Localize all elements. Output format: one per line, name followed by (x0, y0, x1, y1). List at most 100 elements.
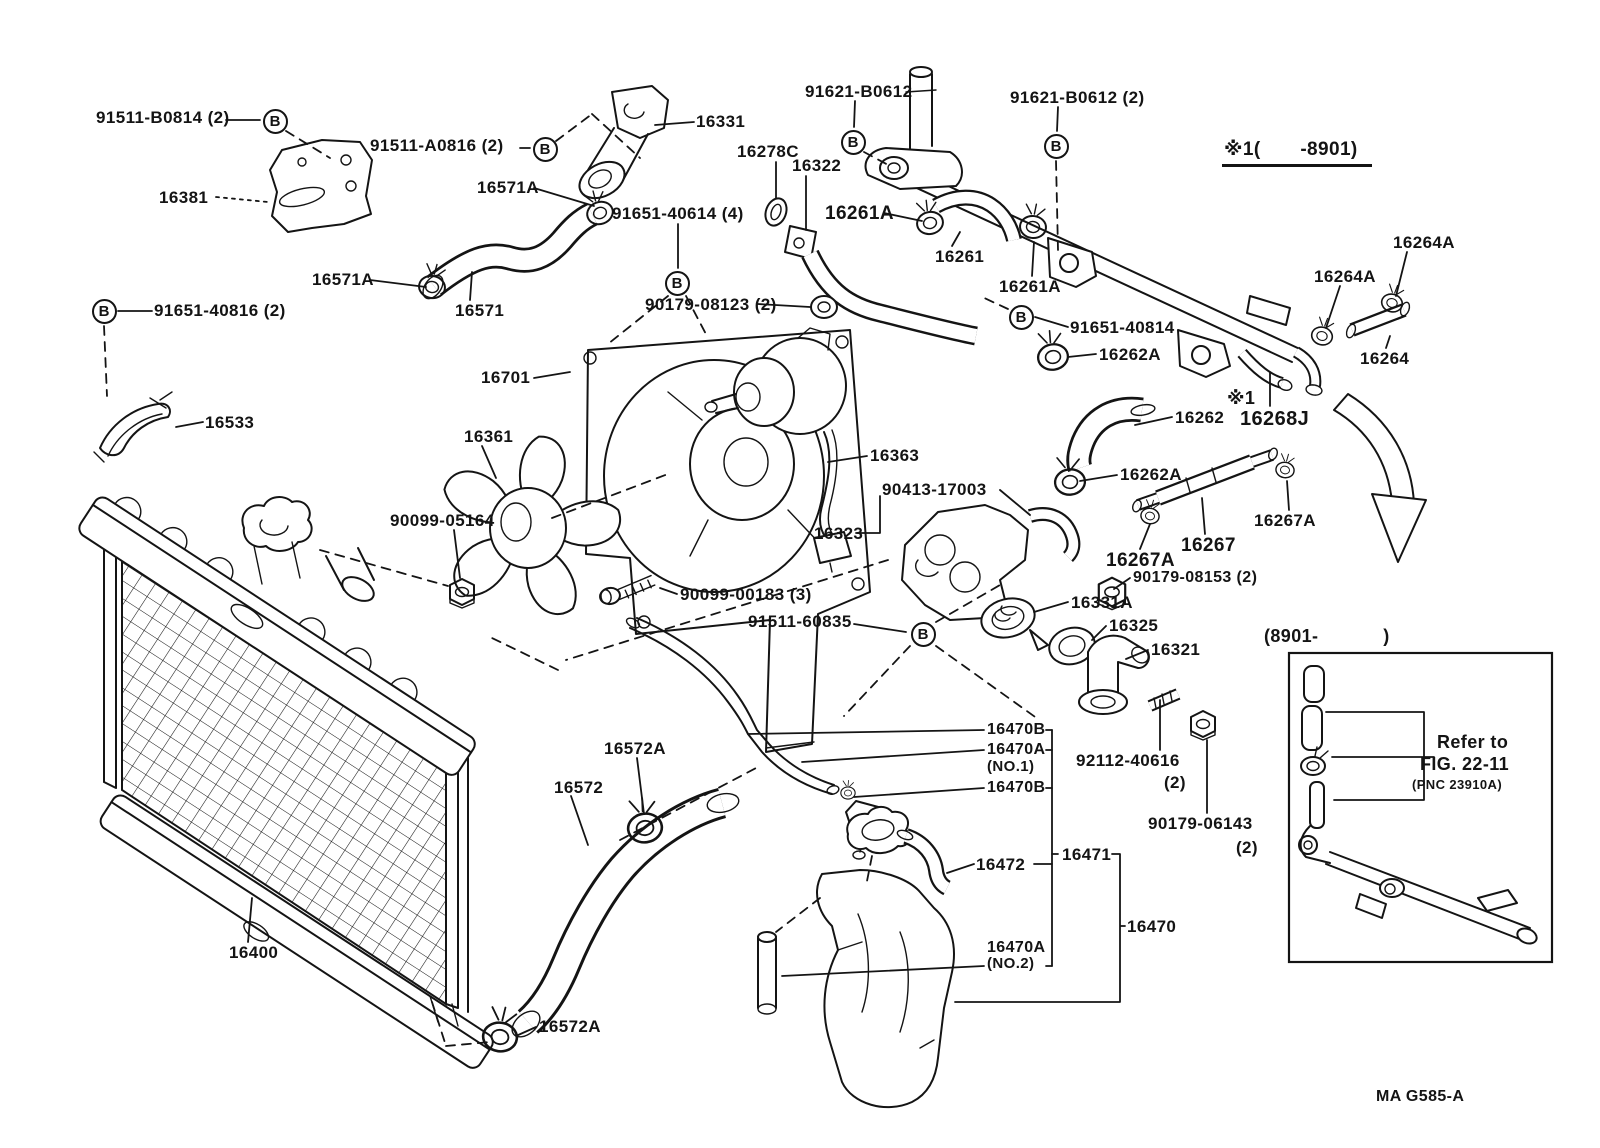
pipe-assy-16268J (864, 66, 1323, 396)
bolt-marker-icon: B (532, 136, 558, 162)
reserve-tank-16470 (816, 806, 955, 1109)
part-label-16322: 16322 (792, 156, 842, 175)
part-label-16572A-2: 16572A (539, 1017, 601, 1036)
part-label-16471: 16471 (1062, 845, 1112, 864)
part-label-16470A-2b: (NO.2) (987, 955, 1035, 972)
part-label-91511-60835: 91511-60835 (748, 612, 852, 631)
hose-16261 (932, 189, 1022, 242)
part-label-16262A-1: 16262A (1099, 345, 1161, 364)
clip-16470B (840, 779, 856, 800)
part-label-91621-B0612-2: 91621-B0612 (2) (1010, 88, 1145, 107)
clamp-16264A-1 (1308, 314, 1338, 348)
part-label-16571A-1: 16571A (477, 178, 539, 197)
part-label-16331: 16331 (696, 112, 746, 131)
part-label-footer: MA G585-A (1376, 1088, 1465, 1105)
part-label-16325: 16325 (1109, 616, 1159, 635)
part-label-91651-40816: 91651-40816 (2) (154, 301, 286, 320)
part-label-16262A-2: 16262A (1120, 465, 1182, 484)
part-label-90179-08153: 90179-08153 (2) (1133, 569, 1258, 586)
bolt-marker-icon: B (1008, 304, 1034, 330)
part-label-16261: 16261 (935, 247, 985, 266)
direction-arrow (1333, 393, 1427, 563)
part-label-16533: 16533 (205, 413, 255, 432)
part-label-90179-06143-qty: (2) (1236, 838, 1258, 857)
clamp-16533 (93, 391, 173, 463)
part-label-16470B-1: 16470B (987, 721, 1046, 738)
clamp-16267A-1 (1274, 451, 1298, 480)
part-label-16381: 16381 (159, 188, 209, 207)
part-label-90099-00183: 90099-00183 (3) (680, 585, 812, 604)
part-label-16571: 16571 (455, 301, 505, 320)
part-label-note-star1: ※1 (1227, 388, 1256, 408)
part-label-90413-17003: 90413-17003 (882, 480, 987, 499)
tank-cap (846, 806, 911, 854)
hose-16472 (896, 828, 952, 896)
bolt-marker-icon: B (910, 621, 936, 647)
part-label-92112-40616-qty: (2) (1164, 773, 1186, 792)
dashed-lines (103, 113, 1059, 1047)
fan-motor-16363 (704, 327, 852, 573)
part-label-16262: 16262 (1175, 408, 1225, 427)
part-label-16470A-1b: (NO.1) (987, 758, 1035, 775)
water-inlet-16321 (1078, 634, 1150, 715)
fan-16361 (436, 433, 626, 624)
nut-90179-06143 (1190, 710, 1216, 741)
part-label-refer-3: (PNC 23910A) (1412, 777, 1503, 792)
part-label-91651-40614: 91651-40614 (4) (612, 204, 744, 223)
radiator-cap (241, 496, 313, 585)
part-label-16470A-2: 16470A (987, 939, 1046, 956)
part-label-16264A-2: 16264A (1314, 267, 1376, 286)
part-label-90179-06143: 90179-06143 (1148, 814, 1253, 833)
hose-16262 (1066, 396, 1156, 472)
part-label-refer-1: Refer to (1437, 732, 1509, 752)
leader-lines (117, 100, 1408, 1037)
part-label-16278C: 16278C (737, 142, 799, 161)
screw-90099-00183 (599, 574, 656, 606)
part-label-16264A-1: 16264A (1393, 233, 1455, 252)
part-label-16400: 16400 (229, 943, 279, 962)
part-label-note-8901: ※1( -8901) (1222, 140, 1372, 167)
part-label-16470: 16470 (1127, 917, 1177, 936)
inlet-pipe-16322 (764, 197, 978, 346)
inset-box (1287, 651, 1554, 964)
bolt-marker-icon: B (1043, 133, 1069, 159)
part-label-16572: 16572 (554, 778, 604, 797)
part-label-16331A: 16331A (1071, 593, 1133, 612)
part-label-91511-A0816: 91511-A0816 (2) (370, 136, 504, 155)
part-label-90099-05164: 90099-05164 (390, 511, 495, 530)
part-label-16472: 16472 (976, 855, 1026, 874)
part-label-16363: 16363 (870, 446, 920, 465)
grommet-90179-08123 (810, 295, 838, 319)
fan-shroud-16701 (583, 329, 871, 753)
part-label-16470B-2: 16470B (987, 779, 1046, 796)
part-label-16261A-1: 16261A (825, 203, 894, 224)
part-label-16264: 16264 (1360, 349, 1410, 368)
part-label-16267A-2: 16267A (1106, 550, 1175, 571)
part-label-inset-header: (8901- ) (1264, 626, 1390, 646)
part-label-16571A-2: 16571A (312, 270, 374, 289)
gasket-16325 (1048, 626, 1096, 666)
part-label-refer-2: FIG. 22-11 (1420, 754, 1510, 774)
bolt-marker-icon: B (262, 108, 288, 134)
bolt-marker-icon: B (664, 270, 690, 296)
part-label-16361: 16361 (464, 427, 514, 446)
pipe-16267 (1132, 447, 1278, 513)
part-label-16323: 16323 (814, 524, 864, 543)
part-label-16267: 16267 (1181, 535, 1236, 556)
part-label-16268J: 16268J (1240, 408, 1310, 430)
lower-hose-16572 (511, 788, 740, 1038)
clamp-16572A-2 (479, 1003, 523, 1055)
part-label-91651-40814: 91651-40814 (1070, 318, 1175, 337)
water-inlet-housing-group (901, 504, 1181, 715)
hose-16264 (1345, 301, 1411, 339)
stud-92112-40616 (1147, 688, 1181, 712)
part-label-90179-08123: 90179-08123 (2) (645, 295, 777, 314)
part-label-16701: 16701 (481, 368, 531, 387)
radiator-16400 (78, 496, 494, 1069)
part-label-91621-B0612: 91621-B0612 (805, 82, 913, 101)
bolt-marker-icon: B (91, 298, 117, 324)
bracket-16381 (269, 139, 373, 233)
part-label-16572A-1: 16572A (604, 739, 666, 758)
